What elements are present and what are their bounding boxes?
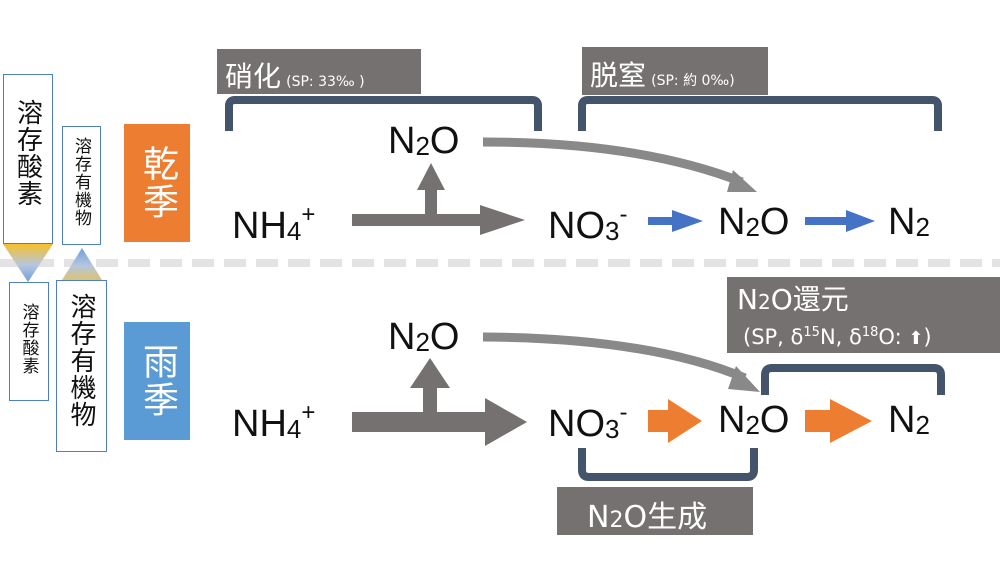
wet-oxygen-box: 溶存酸素 bbox=[9, 282, 49, 401]
reduction-title-tail: O還元 bbox=[770, 283, 849, 316]
dry-no3-to-n2o-shaft bbox=[648, 217, 676, 225]
dry-n2: N2 bbox=[888, 201, 930, 243]
wet-n2o: N2O bbox=[718, 399, 790, 441]
dry-nh4: NH4+ bbox=[232, 201, 316, 247]
n2o-production-bracket bbox=[578, 448, 758, 481]
denitrification-note: (SP: 約 0‰) bbox=[651, 73, 735, 89]
nitrification-title: 硝化 bbox=[225, 60, 282, 93]
wet-nh4-to-no3-shaft bbox=[352, 412, 487, 432]
wet-no3-to-n2o-shaft bbox=[648, 410, 670, 432]
wet-n2: N2 bbox=[888, 399, 930, 441]
wet-season-label: 雨季 bbox=[137, 343, 178, 419]
wet-curve-arrow-head bbox=[728, 366, 760, 392]
nitrification-bracket bbox=[225, 96, 542, 131]
wet-no3: NO3- bbox=[548, 399, 628, 445]
dry-nh4-to-no3-head bbox=[480, 205, 525, 235]
wet-up-arrow-shaft bbox=[423, 385, 437, 415]
dry-n2o-to-n2-head bbox=[846, 210, 875, 232]
n2o-reduction-bracket bbox=[761, 364, 945, 395]
wet-oxygen-label: 溶存酸素 bbox=[18, 303, 39, 375]
dry-season-label: 乾季 bbox=[137, 145, 178, 221]
dry-up-arrow-shaft bbox=[425, 188, 437, 216]
wet-n2o-top: N2O bbox=[388, 316, 460, 358]
reduction-note: (SP, δ15N, δ18O: ⬆) bbox=[743, 325, 932, 349]
n2o-reduction-label: N2O還元 (SP, δ15N, δ18O: ⬆) bbox=[727, 277, 1000, 353]
wet-no3-to-n2o-head bbox=[668, 399, 702, 443]
wet-n2o-to-n2-shaft bbox=[805, 410, 835, 432]
wet-nh4: NH4+ bbox=[232, 399, 316, 445]
dry-n2o-to-n2-shaft bbox=[805, 217, 850, 225]
dry-up-arrow-head bbox=[417, 163, 445, 190]
dry-no3-to-n2o-head bbox=[672, 210, 703, 232]
up-arrow-icon: ⬆ bbox=[908, 328, 924, 349]
nitrification-note: (SP: 33‰ ) bbox=[286, 74, 365, 90]
wet-curve-arrow bbox=[482, 332, 747, 383]
dry-n2o: N2O bbox=[718, 201, 790, 243]
n2o-production-label: N2O生成 bbox=[557, 487, 753, 535]
dry-nh4-to-no3-shaft bbox=[352, 214, 482, 226]
dry-curve-arrow bbox=[482, 137, 744, 187]
dry-oxygen-box: 溶存酸素 bbox=[3, 74, 53, 244]
reduction-title-sub: 2 bbox=[757, 290, 771, 314]
denitrification-label: 脱窒 (SP: 約 0‰) bbox=[582, 47, 768, 95]
denitrification-title: 脱窒 bbox=[590, 59, 647, 92]
dry-season-badge: 乾季 bbox=[124, 124, 190, 242]
dry-organic-box: 溶存有機物 bbox=[62, 126, 101, 245]
nitrification-label: 硝化 (SP: 33‰ ) bbox=[217, 49, 421, 94]
dry-curve-arrow-head bbox=[727, 170, 757, 192]
organic-increase-triangle bbox=[57, 248, 107, 288]
oxygen-decrease-triangle bbox=[3, 244, 53, 282]
denitrification-bracket bbox=[578, 96, 942, 131]
wet-up-arrow-head bbox=[410, 358, 450, 388]
wet-season-badge: 雨季 bbox=[124, 322, 190, 440]
dry-n2o-top: N2O bbox=[388, 120, 460, 162]
reduction-title-main: N bbox=[737, 283, 758, 316]
wet-n2o-to-n2-head bbox=[830, 399, 872, 443]
wet-nh4-to-no3-head bbox=[485, 398, 527, 446]
wet-organic-label: 溶存有機物 bbox=[66, 293, 96, 428]
dry-organic-label: 溶存有機物 bbox=[71, 137, 91, 227]
dry-oxygen-label: 溶存酸素 bbox=[12, 99, 43, 207]
dry-no3: NO3- bbox=[548, 201, 628, 247]
wet-organic-box: 溶存有機物 bbox=[56, 280, 107, 452]
